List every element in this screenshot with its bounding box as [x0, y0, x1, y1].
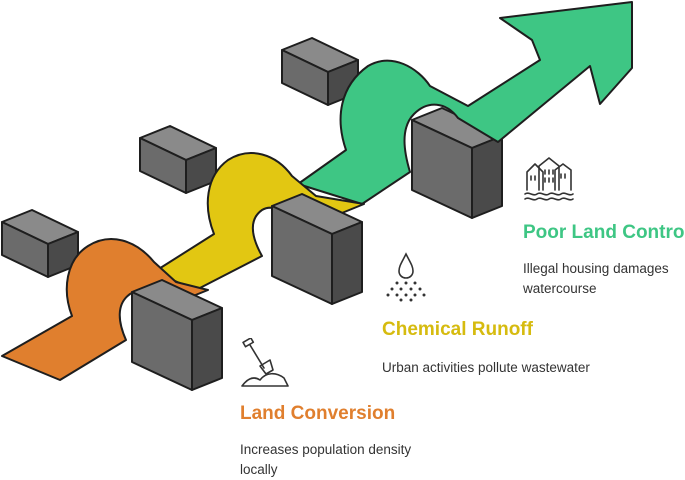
shovel-dirt-icon [241, 338, 289, 387]
barrier-blocks-2 [139, 125, 217, 194]
buildings-water-icon [524, 157, 574, 201]
droplet-spray-icon [386, 252, 426, 302]
step-title-chemical-runoff: Chemical Runoff [382, 319, 533, 340]
step-title-land-conversion: Land Conversion [240, 403, 396, 424]
barrier-blocks-2-front [271, 193, 363, 305]
step-description-poor-land-control: Illegal housing damages watercourse [523, 261, 669, 296]
barrier-blocks-1 [1, 209, 79, 278]
step-description-land-conversion: Increases population density locally [240, 442, 412, 477]
step-title-poor-land-control: Poor Land Control [523, 222, 685, 243]
arrow-band-land-conversion [1, 238, 209, 381]
arrow-band-poor-land-control [297, 1, 633, 205]
barrier-blocks-3 [281, 37, 503, 219]
arrow-band-chemical-runoff [153, 152, 365, 291]
step-description-chemical-runoff: Urban activities pollute wastewater [382, 360, 590, 375]
barrier-blocks-1-front [131, 279, 223, 391]
